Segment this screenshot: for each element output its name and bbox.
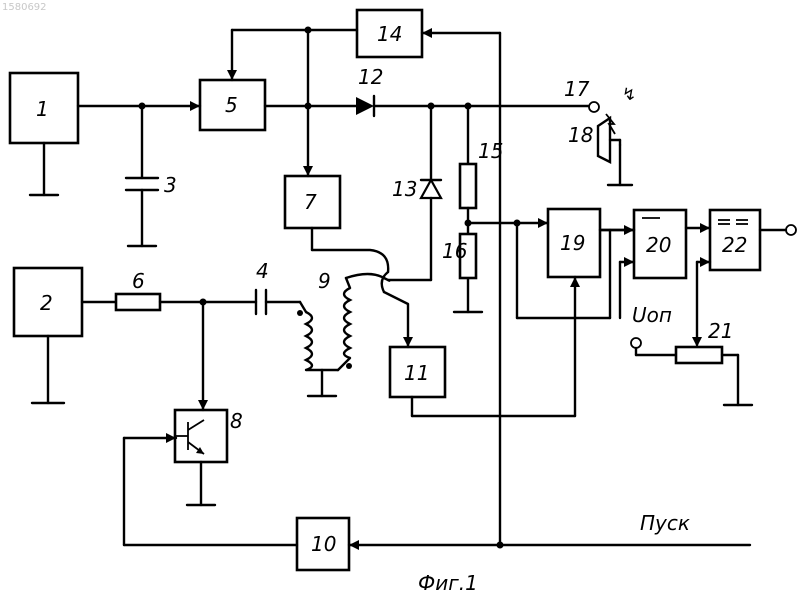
uop-label: Uоп <box>632 303 672 327</box>
svg-text:13: 13 <box>392 177 417 201</box>
svg-text:22: 22 <box>722 233 747 257</box>
svg-text:2: 2 <box>40 291 53 315</box>
svg-text:12: 12 <box>358 65 383 89</box>
output-17-spark-18: 17 ↯ 18 <box>564 77 636 162</box>
svg-text:4: 4 <box>256 259 269 283</box>
svg-text:21: 21 <box>708 319 733 343</box>
svg-text:11: 11 <box>404 361 429 385</box>
figure-caption: Фиг.1 <box>418 571 478 595</box>
svg-text:19: 19 <box>560 231 585 255</box>
voltage-divider-15-16: 15 16 <box>442 106 634 318</box>
watermark: 1580692 <box>2 2 47 13</box>
capacitor-3: 3 <box>126 173 177 197</box>
svg-text:18: 18 <box>568 123 593 147</box>
lower-signal-path: 6 4 <box>82 259 306 410</box>
svg-text:1: 1 <box>36 97 49 121</box>
block-8-transistor: 8 <box>175 409 243 462</box>
svg-text:15: 15 <box>478 139 503 163</box>
svg-text:5: 5 <box>225 93 238 117</box>
top-power-path <box>78 101 599 178</box>
diode-12: 12 <box>356 65 383 116</box>
svg-text:10: 10 <box>311 532 336 556</box>
svg-text:9: 9 <box>318 269 331 293</box>
pusk-label: Пуск <box>640 511 690 535</box>
block-5: 5 <box>200 80 265 130</box>
diode-13: 13 <box>388 106 441 280</box>
block-11: 11 <box>390 347 445 397</box>
block-19: 19 <box>548 209 600 277</box>
block-7: 7 <box>285 176 340 228</box>
svg-text:20: 20 <box>646 233 671 257</box>
block-14: 14 <box>357 10 422 57</box>
svg-text:6: 6 <box>132 269 145 293</box>
svg-text:14: 14 <box>377 22 402 46</box>
svg-text:17: 17 <box>564 77 590 101</box>
block-20: 20 <box>634 210 686 278</box>
svg-text:3: 3 <box>164 173 177 197</box>
svg-text:7: 7 <box>304 190 317 214</box>
block-22: 22 <box>710 210 760 270</box>
output-chain <box>600 223 796 345</box>
svg-text:8: 8 <box>230 409 243 433</box>
transformer-9: 9 <box>297 269 389 370</box>
potentiometer-21: Uоп 21 <box>631 303 738 363</box>
block-2: 2 <box>14 268 82 336</box>
svg-text:16: 16 <box>442 239 467 263</box>
block-1: 1 <box>10 73 78 143</box>
block-10: 10 <box>297 518 349 570</box>
svg-text:↯: ↯ <box>622 85 636 105</box>
